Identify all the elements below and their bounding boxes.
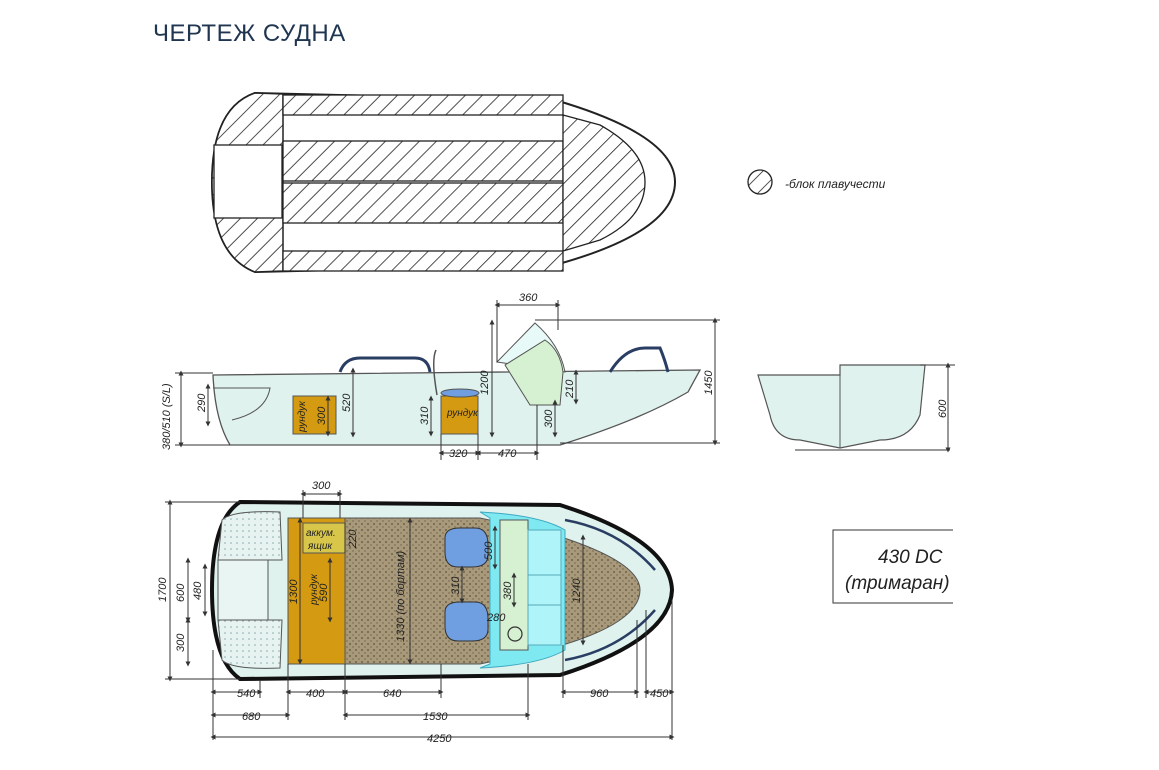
top-view: аккум. ящик рундук: [157, 480, 675, 745]
dim-480: 480: [192, 581, 204, 600]
dim-1300: 1300: [288, 579, 300, 604]
dim-290: 290: [196, 393, 208, 413]
dim-1240: 1240: [571, 578, 583, 603]
dim-300-locker: 300: [316, 406, 328, 425]
dim-320: 320: [449, 448, 468, 460]
dim-1200: 1200: [479, 370, 491, 395]
battery-label-2: ящик: [307, 541, 333, 552]
dim-210: 210: [564, 379, 576, 399]
dim-640: 640: [383, 688, 402, 700]
dim-500: 500: [483, 541, 495, 560]
dim-1530: 1530: [423, 711, 448, 723]
dim-1330: 1330 (по бортам): [395, 550, 407, 642]
dim-360: 360: [519, 292, 538, 304]
dim-310: 310: [419, 406, 431, 425]
model-box: 430 DC (тримаран): [832, 529, 953, 604]
dim-680: 680: [242, 711, 261, 723]
dim-540: 540: [237, 688, 256, 700]
dim-1700: 1700: [157, 577, 169, 602]
dim-450: 450: [650, 688, 669, 700]
top-locker-label: рундук: [309, 573, 320, 606]
dim-280: 280: [486, 612, 506, 624]
dim-300-console: 300: [543, 409, 555, 428]
model-name: 430 DC: [878, 547, 943, 568]
dim-380-510: 380/510 (S/L): [161, 383, 173, 450]
section-view: 600: [757, 362, 955, 453]
dim-600-top: 600: [175, 583, 187, 602]
legend-swatch: [747, 169, 773, 195]
flotation-plan: [210, 91, 677, 274]
dim-300-top: 300: [312, 480, 331, 492]
dim-1450: 1450: [703, 370, 715, 395]
model-subtitle: (тримаран): [845, 573, 950, 594]
dim-600-section: 600: [937, 399, 949, 418]
battery-label-1: аккум.: [306, 528, 336, 539]
page-title: ЧЕРТЕЖ СУДНА: [153, 20, 346, 47]
side-view: рундук рундук: [161, 292, 720, 460]
dim-310-top: 310: [450, 576, 462, 595]
dim-590: 590: [318, 583, 330, 602]
side-locker-label: рундук: [297, 400, 308, 433]
side-seat-locker-label: рундук: [446, 408, 479, 419]
dim-4250: 4250: [427, 733, 452, 745]
dim-960: 960: [590, 688, 609, 700]
dim-300-left: 300: [175, 633, 187, 652]
dim-520: 520: [341, 393, 353, 412]
dim-380-top: 380: [502, 581, 514, 600]
legend: -блок плавучести: [747, 169, 886, 195]
legend-label: -блок плавучести: [785, 177, 886, 191]
dim-400: 400: [306, 688, 325, 700]
dim-220: 220: [347, 529, 359, 549]
dim-470: 470: [498, 448, 517, 460]
